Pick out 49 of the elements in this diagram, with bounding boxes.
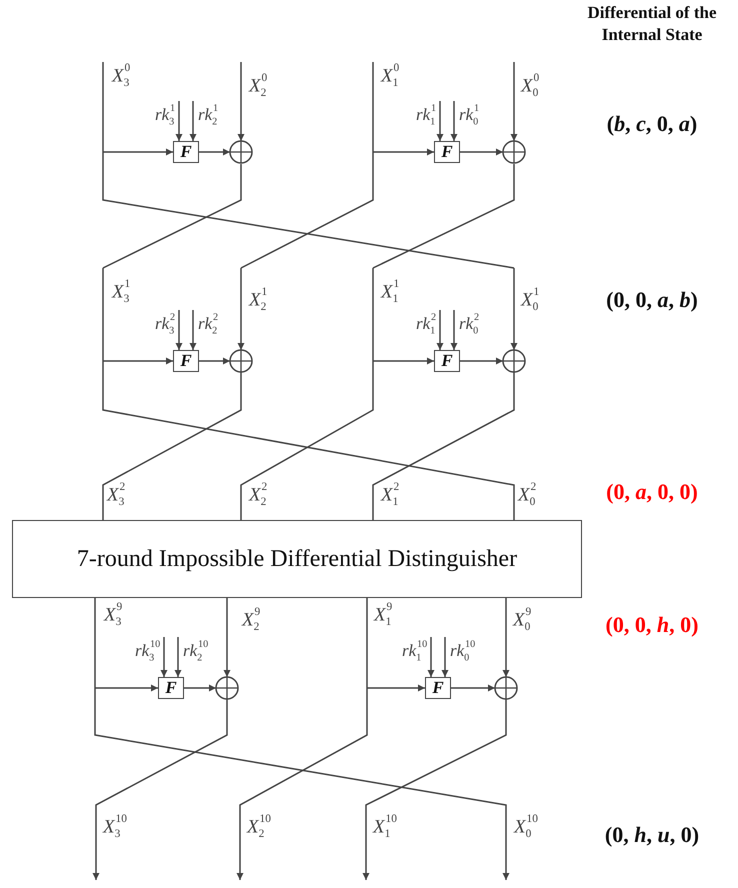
arrow <box>428 637 434 677</box>
arrow <box>510 62 518 141</box>
distinguisher-box: 7-round Impossible Differential Distinguisher <box>12 520 582 598</box>
arrow <box>442 637 448 677</box>
differential-label: (0, h, u, 0) <box>604 822 700 848</box>
arrow <box>460 148 503 156</box>
xor-symbol <box>494 676 518 700</box>
arrow <box>199 148 230 156</box>
arrow <box>450 101 458 141</box>
xor-symbol <box>229 349 253 373</box>
arrow <box>190 101 196 141</box>
arrow <box>190 310 196 350</box>
arrow <box>450 310 458 350</box>
arrow <box>95 684 158 692</box>
function-box: F <box>158 677 184 699</box>
arrow <box>510 268 518 350</box>
xor-symbol <box>502 349 526 373</box>
arrow <box>174 637 182 677</box>
arrow <box>224 598 230 677</box>
arrow <box>184 684 216 692</box>
arrow <box>176 310 182 350</box>
arrow <box>373 358 434 364</box>
arrow <box>373 148 434 156</box>
arrow <box>199 358 230 364</box>
arrow <box>103 148 173 156</box>
differential-label: (0, 0, a, b) <box>605 287 699 313</box>
xor-symbol <box>215 676 239 700</box>
function-box: F <box>173 141 199 163</box>
function-box: F <box>434 141 460 163</box>
differential-label: (b, c, 0, a) <box>606 111 698 137</box>
arrow <box>502 598 510 677</box>
function-box: F <box>173 350 199 372</box>
arrow <box>103 358 173 364</box>
arrow <box>160 637 168 677</box>
arrow <box>451 684 495 692</box>
arrow <box>460 358 503 364</box>
arrow <box>176 101 182 141</box>
arrow <box>367 684 425 692</box>
xor-symbol <box>229 140 253 164</box>
differential-label: (0, 0, h, 0) <box>604 612 700 638</box>
function-box: F <box>425 677 451 699</box>
differential-label: (0, a, 0, 0) <box>605 479 699 505</box>
arrow <box>436 310 444 350</box>
function-box: F <box>434 350 460 372</box>
xor-symbol <box>502 140 526 164</box>
arrow <box>238 268 244 350</box>
arrow <box>238 62 244 141</box>
arrow <box>436 101 444 141</box>
column-heading: Differential of the Internal State <box>586 2 718 46</box>
